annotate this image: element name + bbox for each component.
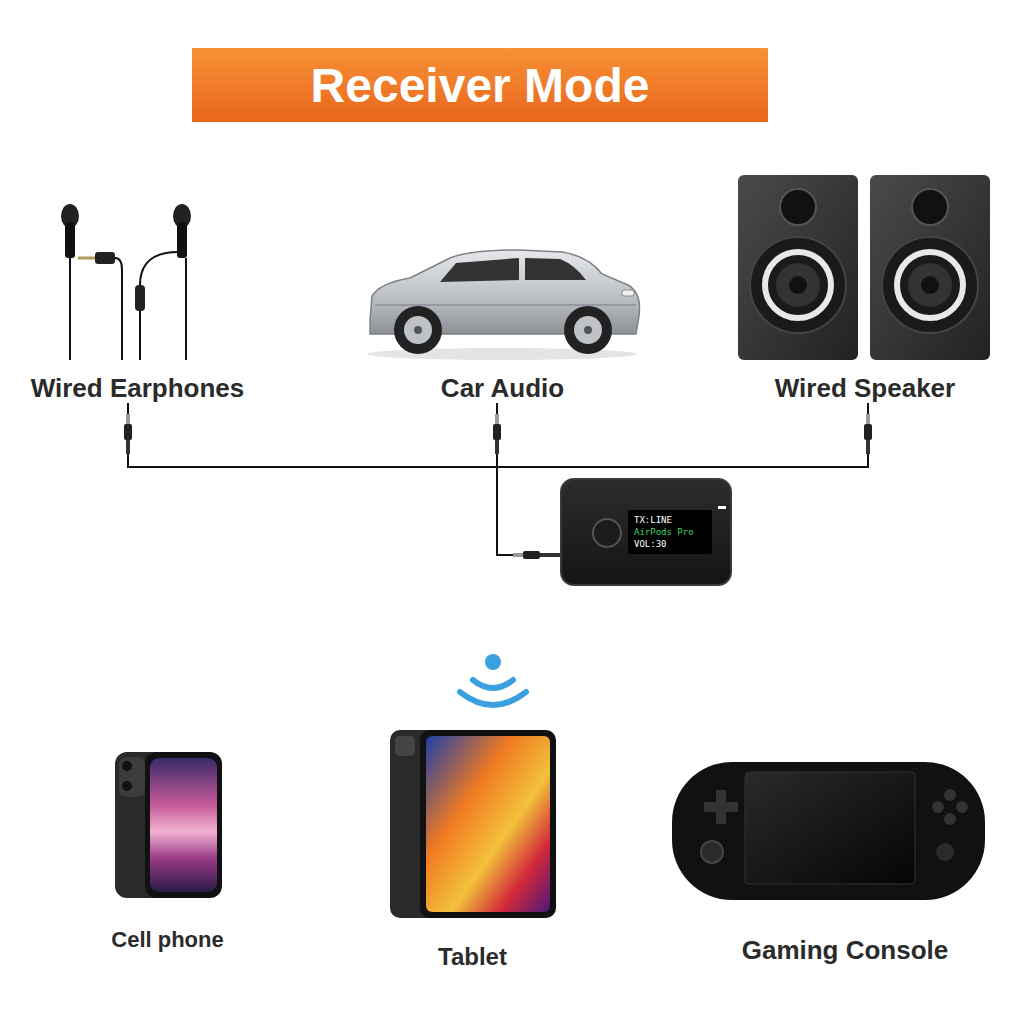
device-label: Tablet — [380, 942, 565, 972]
speakers-illustration — [738, 175, 990, 360]
audio-cable — [497, 403, 560, 555]
display-screen: TX:LINEAirPods ProVOL:30 — [628, 510, 712, 554]
device-label: Wired Speaker — [730, 373, 1000, 403]
audio-cable — [128, 403, 560, 555]
receiver-device: TX:LINEAirPods ProVOL:30 — [560, 478, 732, 586]
screen-text: TX:LINE — [634, 514, 706, 526]
tablet-illustration — [390, 730, 556, 918]
device-figure: Car Audio — [360, 235, 645, 403]
device-figure: Tablet — [380, 720, 565, 972]
wireless-icon — [460, 654, 526, 705]
screen-text: VOL:30 — [634, 538, 706, 550]
power-button — [592, 518, 622, 548]
console-illustration — [672, 762, 985, 900]
earphones-illustration — [61, 204, 191, 360]
device-figure: Gaming Console — [700, 750, 990, 965]
status-led — [718, 506, 726, 509]
jack-plugs — [124, 414, 872, 559]
device-label: Wired Earphones — [15, 373, 260, 403]
car-illustration — [367, 250, 640, 360]
device-label: Car Audio — [360, 373, 645, 403]
device-label: Gaming Console — [700, 935, 990, 965]
title-text: Receiver Mode — [311, 58, 650, 113]
device-figure: Wired Earphones — [15, 200, 260, 403]
device-label: Cell phone — [100, 925, 235, 955]
phone-illustration — [115, 752, 222, 898]
device-figure: Wired Speaker — [730, 170, 1000, 403]
title-banner: Receiver Mode — [192, 48, 768, 122]
screen-text: AirPods Pro — [634, 526, 706, 538]
device-figure: Cell phone — [100, 740, 235, 955]
